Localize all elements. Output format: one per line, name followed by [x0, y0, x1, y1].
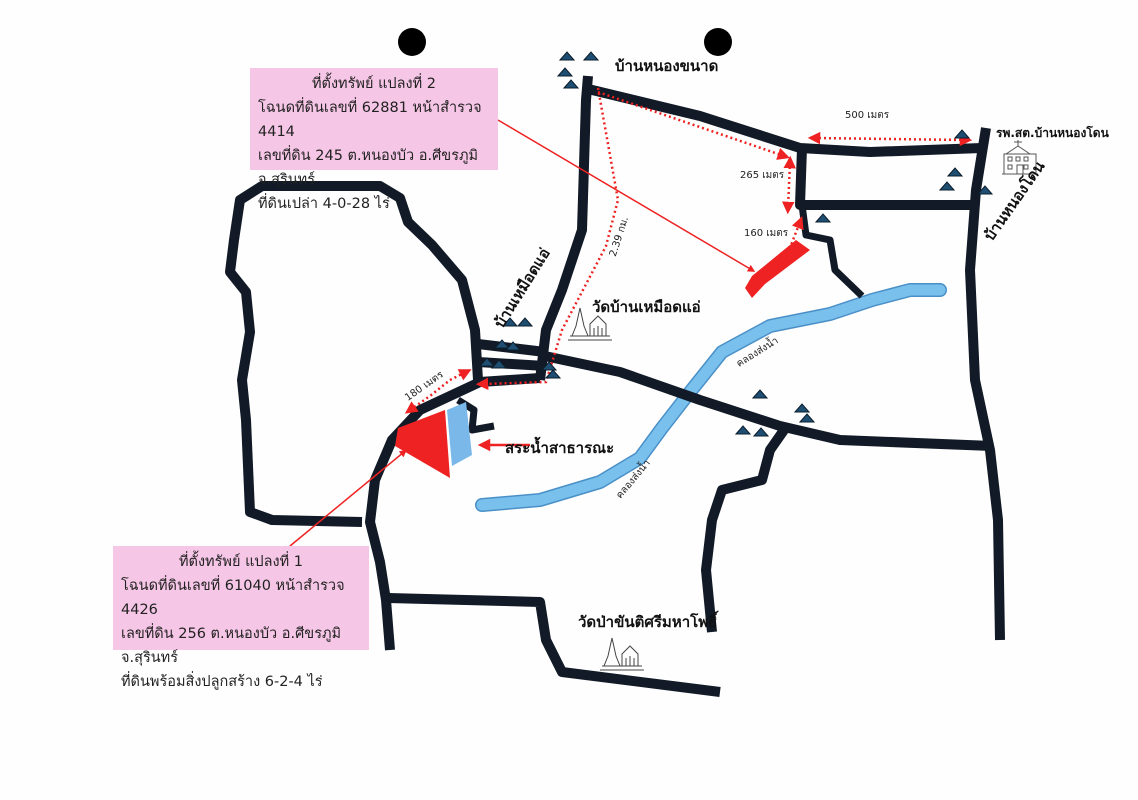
parcel-1-location: เลขที่ดิน 256 ต.หนองบัว อ.ศีขรภูมิ จ.สุร…	[121, 626, 342, 666]
village-markers	[478, 51, 994, 437]
distance-160m: 160 เมตร	[744, 228, 789, 239]
road-left-loop	[225, 181, 483, 527]
distance-line-265m	[782, 155, 796, 215]
village-icon	[540, 361, 558, 371]
roads	[225, 75, 1005, 697]
village-icon	[516, 317, 534, 327]
road-right	[965, 127, 1005, 641]
village-icon	[734, 425, 752, 435]
distance-line-500m	[807, 131, 973, 147]
parcel-1-deed: โฉนดที่ดินเลขที่ 61040 หน้าสำรวจ 4426	[121, 578, 345, 618]
temple-icon	[600, 637, 644, 671]
village-icon	[946, 167, 964, 177]
village-icon	[793, 403, 811, 413]
parcel-1-title: ที่ตั้งทรัพย์ แปลงที่ 1	[179, 554, 303, 570]
village-icon	[558, 51, 576, 61]
village-icon	[544, 369, 562, 379]
village-icon	[938, 181, 956, 191]
parcel-2-area	[745, 240, 810, 298]
distance-line-160m	[784, 216, 804, 259]
village-icon	[493, 339, 511, 349]
hospital-icon	[1002, 140, 1038, 175]
village-icon	[556, 67, 574, 77]
parcel-2-deed: โฉนดที่ดินเลขที่ 62881 หน้าสำรวจ 4414	[258, 100, 482, 140]
road-spur-south	[701, 427, 789, 633]
parcel-2-title: ที่ตั้งทรัพย์ แปลงที่ 2	[312, 76, 436, 92]
parcel-1-label: ที่ตั้งทรัพย์ แปลงที่ 1 โฉนดที่ดินเลขที่…	[113, 546, 369, 690]
village-icon	[562, 79, 580, 89]
scan-hole-mark	[704, 28, 732, 56]
temple-icon	[568, 307, 612, 341]
road-south	[387, 593, 721, 697]
distance-500m: 500 เมตร	[845, 110, 890, 121]
parcel-2-label: ที่ตั้งทรัพย์ แปลงที่ 2 โฉนดที่ดินเลขที่…	[250, 68, 498, 212]
place-ban-nong-khanat: บ้านหนองขนาด	[615, 57, 719, 75]
village-icon	[490, 359, 508, 369]
village-icon	[504, 341, 522, 351]
place-hospital: รพ.สต.บ้านหนองโดน	[996, 126, 1109, 140]
road-spur-north-east	[798, 204, 865, 299]
canal	[475, 283, 947, 512]
village-icon	[976, 185, 994, 195]
road-north	[535, 75, 593, 381]
parcel-2-type: ที่ดินเปล่า 4-0-28 ไร่	[258, 196, 390, 212]
village-icon	[501, 317, 519, 327]
place-wat-mueat-ae: วัดบ้านเหมือดแอ่	[592, 298, 701, 316]
village-icon	[814, 213, 832, 223]
road-top	[582, 83, 983, 157]
village-icon	[798, 413, 816, 423]
parcel-1-pointer	[289, 449, 407, 547]
parcel-1-area	[395, 410, 450, 478]
village-icon	[751, 389, 769, 399]
road-east	[538, 350, 993, 451]
parcel-2-location: เลขที่ดิน 245 ต.หนองบัว อ.ศีขรภูมิ จ.สุร…	[258, 148, 479, 188]
distance-265m: 265 เมตร	[740, 170, 785, 181]
scan-hole-mark	[398, 28, 426, 56]
village-icon	[582, 51, 600, 61]
road-inner-rect	[795, 147, 972, 210]
place-public-pond: สระน้ำสาธารณะ	[505, 439, 615, 457]
distance-line-239km	[475, 87, 620, 391]
village-icon	[953, 129, 971, 139]
public-pond-area	[447, 402, 472, 466]
village-icon	[752, 427, 770, 437]
village-icon	[478, 357, 496, 367]
parcel-2-pointer	[497, 119, 756, 272]
place-wat-pa: วัดป่าขันติศรีมหาโพธิ์	[578, 613, 718, 631]
parcel-1-type: ที่ดินพร้อมสิ่งปลูกสร้าง 6-2-4 ไร่	[121, 674, 323, 690]
